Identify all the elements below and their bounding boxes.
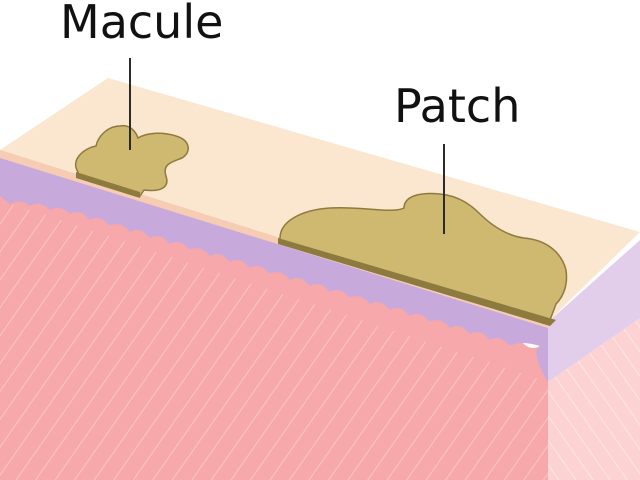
macule-lesion-edge [76,172,140,198]
dermis-front-hatching [0,200,548,480]
patch-lesion-edge [278,238,556,326]
basal-layer-front-face [0,150,548,382]
macule-label: Macule [60,0,223,49]
patch-label: Patch [394,79,520,133]
patch-lesion [279,192,568,321]
macule-lesion [75,124,189,197]
basal-layer-side-face [548,240,640,382]
dermis-side-hatching [548,318,640,480]
